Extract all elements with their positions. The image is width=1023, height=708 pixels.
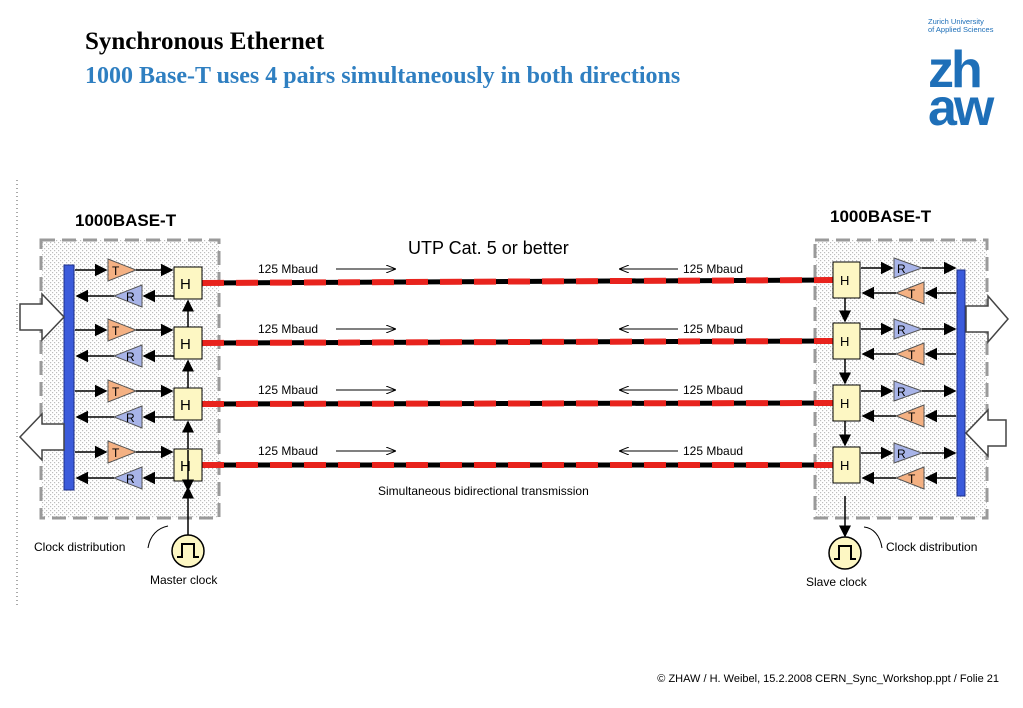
right-bus (956, 269, 966, 497)
logo-line-1: Zurich University (928, 17, 984, 26)
left-receiver-label: R (126, 472, 135, 486)
left-receiver (112, 344, 143, 368)
right-receiver-label: R (897, 385, 906, 399)
left-output-arrow (18, 412, 65, 462)
cable-red-wire (201, 338, 834, 346)
master-clock-pulse (177, 543, 199, 558)
right-transmitter (894, 404, 925, 428)
left-transmitter (107, 318, 138, 342)
rate-label-left: 125 Mbaud (258, 444, 318, 458)
left-transmitter-label: T (112, 446, 120, 460)
rate-label-right: 125 Mbaud (683, 444, 743, 458)
slave-clock-icon (828, 536, 862, 570)
right-hybrid (832, 322, 861, 360)
right-transmitter (894, 342, 925, 366)
cable-label: UTP Cat. 5 or better (408, 238, 569, 258)
right-receiver (893, 257, 924, 279)
left-transmitter-label: T (112, 385, 120, 399)
right-receiver-label: R (897, 323, 906, 337)
left-hybrid (173, 266, 203, 300)
right-transmitter (894, 466, 925, 490)
left-input-arrow (19, 292, 66, 342)
right-hybrid (832, 446, 861, 484)
right-input-arrow (964, 408, 1007, 458)
left-hybrid (173, 326, 203, 360)
left-receiver-label: R (126, 350, 135, 364)
left-transmitter (107, 440, 138, 464)
right-device-label: 1000BASE-T (830, 207, 932, 226)
left-receiver (112, 466, 143, 490)
cable-red-wire (201, 277, 834, 286)
left-clock-distribution-label: Clock distribution (34, 540, 125, 554)
right-receiver-label: R (897, 447, 906, 461)
logo-mark-bottom: aw (928, 79, 994, 137)
right-transmitter-label: T (908, 287, 916, 301)
left-hybrid-label: H (180, 336, 191, 353)
right-hybrid (832, 384, 861, 422)
left-device-label: 1000BASE-T (75, 211, 177, 230)
slave-clock-label: Slave clock (806, 575, 868, 589)
right-receiver (893, 380, 924, 402)
left-receiver (112, 284, 143, 308)
rate-label-left: 125 Mbaud (258, 322, 318, 336)
right-hybrid (832, 261, 861, 299)
right-hybrid-label: H (840, 458, 849, 473)
rate-label-left: 125 Mbaud (258, 383, 318, 397)
rate-label-right: 125 Mbaud (683, 383, 743, 397)
right-transmitter-label: T (908, 348, 916, 362)
left-receiver-label: R (126, 411, 135, 425)
left-hybrid-label: H (180, 458, 191, 475)
left-hybrid (173, 387, 203, 421)
right-output-arrow (965, 293, 1009, 345)
logo-line-2: of Applied Sciences (928, 25, 994, 34)
bottom-caption: Simultaneous bidirectional transmission (378, 484, 589, 498)
right-transmitter-label: T (908, 472, 916, 486)
slide-subtitle: 1000 Base-T uses 4 pairs simultaneously … (85, 63, 681, 89)
right-transmitter-label: T (908, 410, 916, 424)
left-clock-pointer (147, 525, 169, 549)
rate-label-left: 125 Mbaud (258, 262, 318, 276)
right-hybrid-label: H (840, 334, 849, 349)
slave-clock-pulse (834, 545, 856, 560)
left-receiver (112, 405, 143, 429)
logo-mark-top: zh (928, 41, 983, 99)
master-clock-label: Master clock (150, 573, 218, 587)
rate-label-right: 125 Mbaud (683, 322, 743, 336)
right-receiver (893, 442, 924, 464)
left-transmitter-label: T (112, 264, 120, 278)
left-transmitter (107, 258, 138, 282)
left-receiver-label: R (126, 290, 135, 304)
right-hybrid-label: H (840, 396, 849, 411)
left-hybrid-label: H (180, 276, 191, 293)
cable-red-wire (201, 400, 834, 407)
right-receiver-label: R (897, 262, 906, 276)
right-clock-distribution-label: Clock distribution (886, 540, 977, 554)
left-hybrid-label: H (180, 397, 191, 414)
slide-title: Synchronous Ethernet (85, 28, 325, 55)
right-hybrid-label: H (840, 273, 849, 288)
rate-label-right: 125 Mbaud (683, 262, 743, 276)
right-clock-pointer (863, 526, 883, 549)
left-bus (63, 264, 75, 491)
right-receiver (893, 318, 924, 340)
right-transmitter (894, 281, 925, 305)
left-transmitter-label: T (112, 324, 120, 338)
slide-footer: © ZHAW / H. Weibel, 15.2.2008 CERN_Sync_… (657, 673, 999, 685)
zhaw-logo: Zurich University of Applied Sciences zh… (928, 17, 1008, 137)
left-transmitter (107, 379, 138, 403)
master-clock-icon (171, 534, 205, 568)
